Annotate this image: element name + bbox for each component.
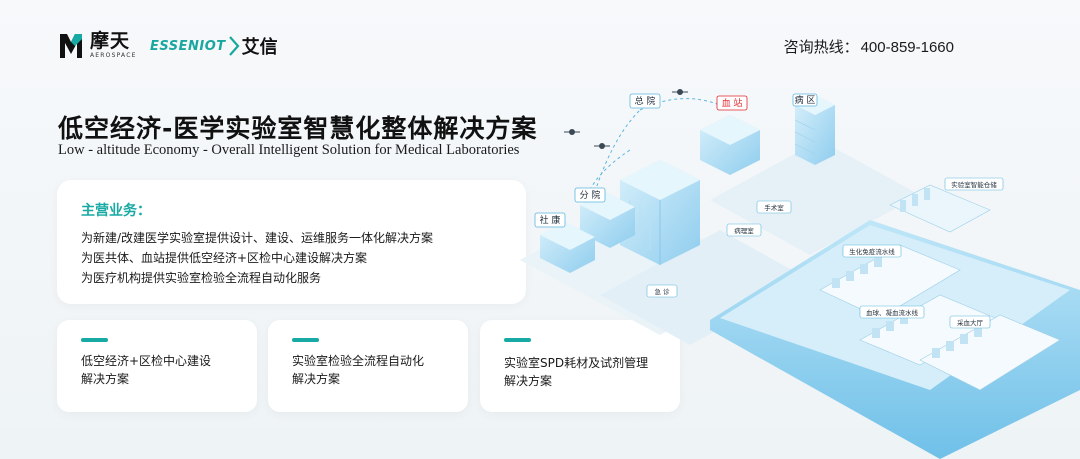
ground-tile: [710, 140, 920, 255]
solution-card[interactable]: 实验室SPD耗材及试剂管理 解决方案: [480, 320, 680, 412]
svg-text:病理室: 病理室: [734, 226, 754, 235]
solution-card[interactable]: 低空经济+区检中心建设 解决方案: [57, 320, 257, 412]
accent-bar: [81, 338, 108, 342]
label-blood-line: 血球、凝血流水线: [859, 305, 925, 319]
solution-title: 实验室检验全流程自动化: [292, 354, 425, 368]
general-hospital-building: [620, 160, 700, 265]
main-business-card: 主营业务： 为新建/改建医学实验室提供设计、建设、运维服务一体化解决方案 为医共…: [57, 180, 526, 304]
label-pathology: 病理室: [726, 223, 762, 237]
svg-text:实验室智能仓储: 实验室智能仓储: [951, 180, 997, 189]
hotline-label: 咨询热线：: [783, 38, 859, 56]
label-general-hospital: 总 院: [629, 93, 661, 109]
business-item: 为医共体、血站提供低空经济+区检中心建设解决方案: [81, 251, 368, 265]
flight-route: [579, 109, 641, 251]
svg-text:总 院: 总 院: [635, 95, 656, 107]
partner-name-en: ESSENIOT: [150, 38, 226, 54]
drone-icon: [672, 89, 688, 95]
hotline-number[interactable]: 400-859-1660: [860, 39, 954, 56]
main-business-heading: 主营业务：: [81, 203, 151, 219]
accent-bar: [292, 338, 319, 342]
chevron-right-icon: [228, 36, 240, 56]
svg-text:采血大厅: 采血大厅: [957, 318, 984, 327]
accent-bar: [504, 338, 531, 342]
business-item: 为新建/改建医学实验室提供设计、建设、运维服务一体化解决方案: [81, 231, 434, 245]
solution-subtitle: 解决方案: [292, 372, 341, 386]
label-sampling-hall: 采血大厅: [949, 315, 991, 329]
smart-lab-illustration: 总 院 血 站 病 区 分 院 社 康 手术室 病理室 急 诊 实验室智能仓储 …: [520, 89, 1080, 459]
community-clinic-building: [540, 222, 595, 273]
label-biochem-line: 生化免疫流水线: [842, 244, 902, 258]
svg-text:生化免疫流水线: 生化免疫流水线: [849, 247, 895, 256]
business-item: 为医疗机构提供实验室检验全流程自动化服务: [81, 271, 322, 285]
page-subtitle: Low - altitude Economy - Overall Intelli…: [58, 142, 520, 158]
svg-text:社 康: 社 康: [540, 214, 561, 226]
solution-card[interactable]: 实验室检验全流程自动化 解决方案: [268, 320, 468, 412]
svg-text:手术室: 手术室: [764, 203, 784, 212]
label-smart-storage: 实验室智能仓储: [944, 177, 1004, 191]
label-branch: 分 院: [574, 187, 606, 203]
solution-title: 实验室SPD耗材及试剂管理: [504, 356, 649, 370]
svg-text:分 院: 分 院: [580, 189, 601, 201]
hotline[interactable]: 咨询热线：400-859-1660: [784, 36, 954, 57]
partner-logo[interactable]: ESSENIOT 艾信: [150, 33, 278, 59]
page-title: 低空经济-医学实验室智慧化整体解决方案: [58, 114, 538, 143]
blood-station-building: [700, 115, 760, 175]
partner-name-cn: 艾信: [241, 37, 278, 58]
label-surgery: 手术室: [756, 200, 792, 214]
drone-icon: [564, 129, 580, 135]
brand-name-en: AEROSPACE: [90, 52, 137, 59]
label-emergency: 急 诊: [646, 284, 678, 298]
flight-route: [589, 149, 631, 191]
solution-subtitle: 解决方案: [504, 374, 553, 388]
label-blood-station: 血 站: [716, 95, 748, 111]
brand-logo[interactable]: 摩天 AEROSPACE: [58, 30, 137, 60]
ground-tile: [600, 230, 810, 345]
drone-icon: [594, 143, 610, 149]
svg-text:病 区: 病 区: [795, 94, 816, 106]
brand-name-cn: 摩天: [90, 30, 131, 52]
label-ward: 病 区: [792, 93, 818, 107]
svg-text:急 诊: 急 诊: [654, 287, 670, 296]
aerospace-logo-icon: [60, 34, 82, 58]
svg-text:血球、凝血流水线: 血球、凝血流水线: [866, 308, 919, 317]
solution-subtitle: 解决方案: [81, 372, 130, 386]
svg-text:血 站: 血 站: [722, 97, 743, 109]
label-community: 社 康: [534, 212, 566, 228]
solution-title: 低空经济+区检中心建设: [81, 354, 212, 368]
